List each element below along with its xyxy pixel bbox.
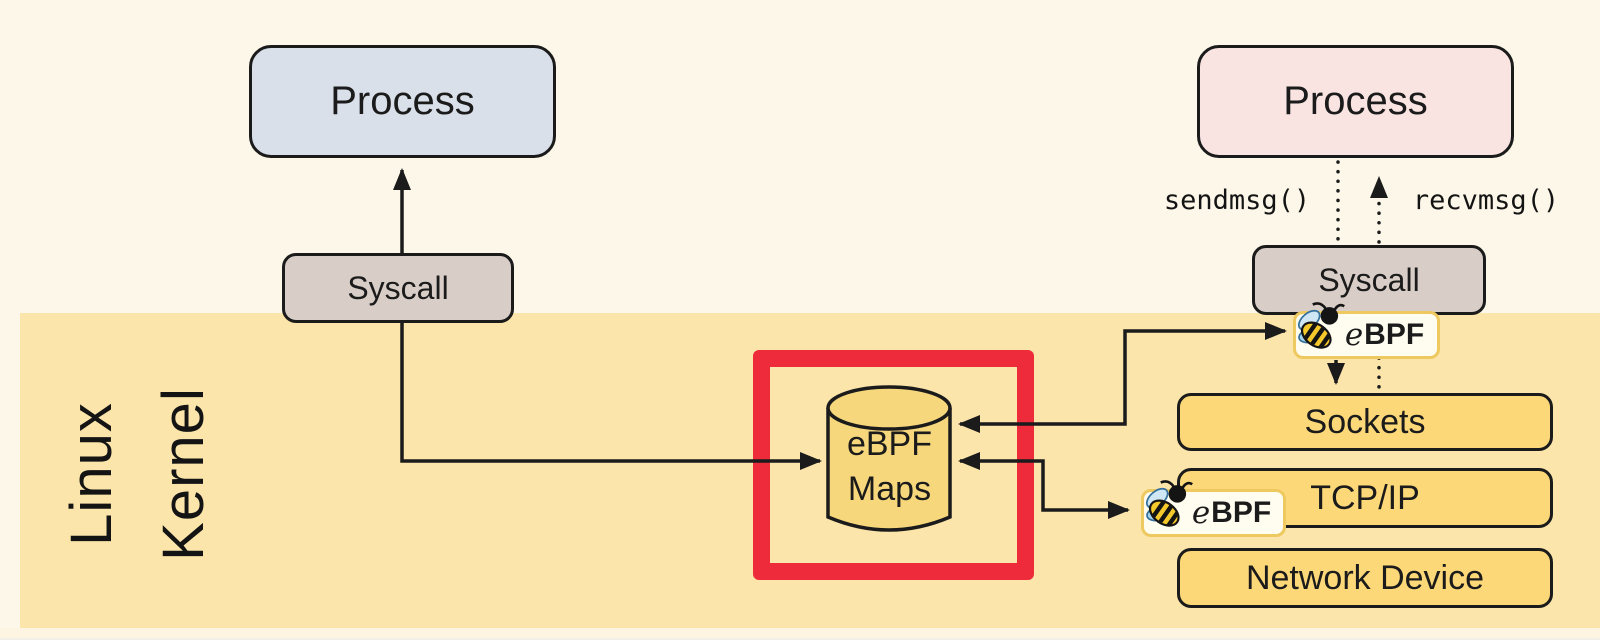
sockets-box: Sockets <box>1177 393 1553 451</box>
arrow-syscall-to-ebpf-maps <box>400 322 822 470</box>
sendmsg-label: sendmsg() <box>1163 184 1311 216</box>
tcpip-label: TCP/IP <box>1310 478 1420 517</box>
syscall-label-left: Syscall <box>347 269 449 306</box>
ebpf-badge-bpf: BPF <box>1211 496 1272 529</box>
process-box-right: Process <box>1197 45 1514 158</box>
sockets-label: Sockets <box>1304 402 1426 441</box>
ebpf-badge-bpf: BPF <box>1364 318 1425 351</box>
ebpf-maps-label: eBPF Maps <box>821 422 958 512</box>
ebpf-maps-cylinder <box>826 385 952 532</box>
bottom-margin <box>0 628 1600 640</box>
network-device-label: Network Device <box>1245 558 1485 597</box>
linux-kernel-label: Linux Kernel <box>59 387 216 561</box>
ebpf-badge-e: e <box>1344 317 1364 353</box>
ebpf-maps-label-line2: Maps <box>847 470 932 508</box>
arrow-maps-to-ebpf-program-top <box>958 322 1287 433</box>
process-label-right: Process <box>1283 79 1428 123</box>
syscall-box-left: Syscall <box>282 253 514 323</box>
ebpf-maps-label-line1: eBPF <box>846 425 933 463</box>
syscall-box-right: Syscall <box>1252 245 1486 315</box>
process-box-left: Process <box>249 45 556 158</box>
syscall-label-right: Syscall <box>1318 261 1420 298</box>
ebpf-badge-e: e <box>1191 495 1211 531</box>
network-device-box: Network Device <box>1177 548 1553 608</box>
process-label-left: Process <box>330 79 475 123</box>
recvmsg-label: recvmsg() <box>1412 184 1560 216</box>
arrow-maps-to-ebpf-program-tcpip <box>958 452 1130 519</box>
